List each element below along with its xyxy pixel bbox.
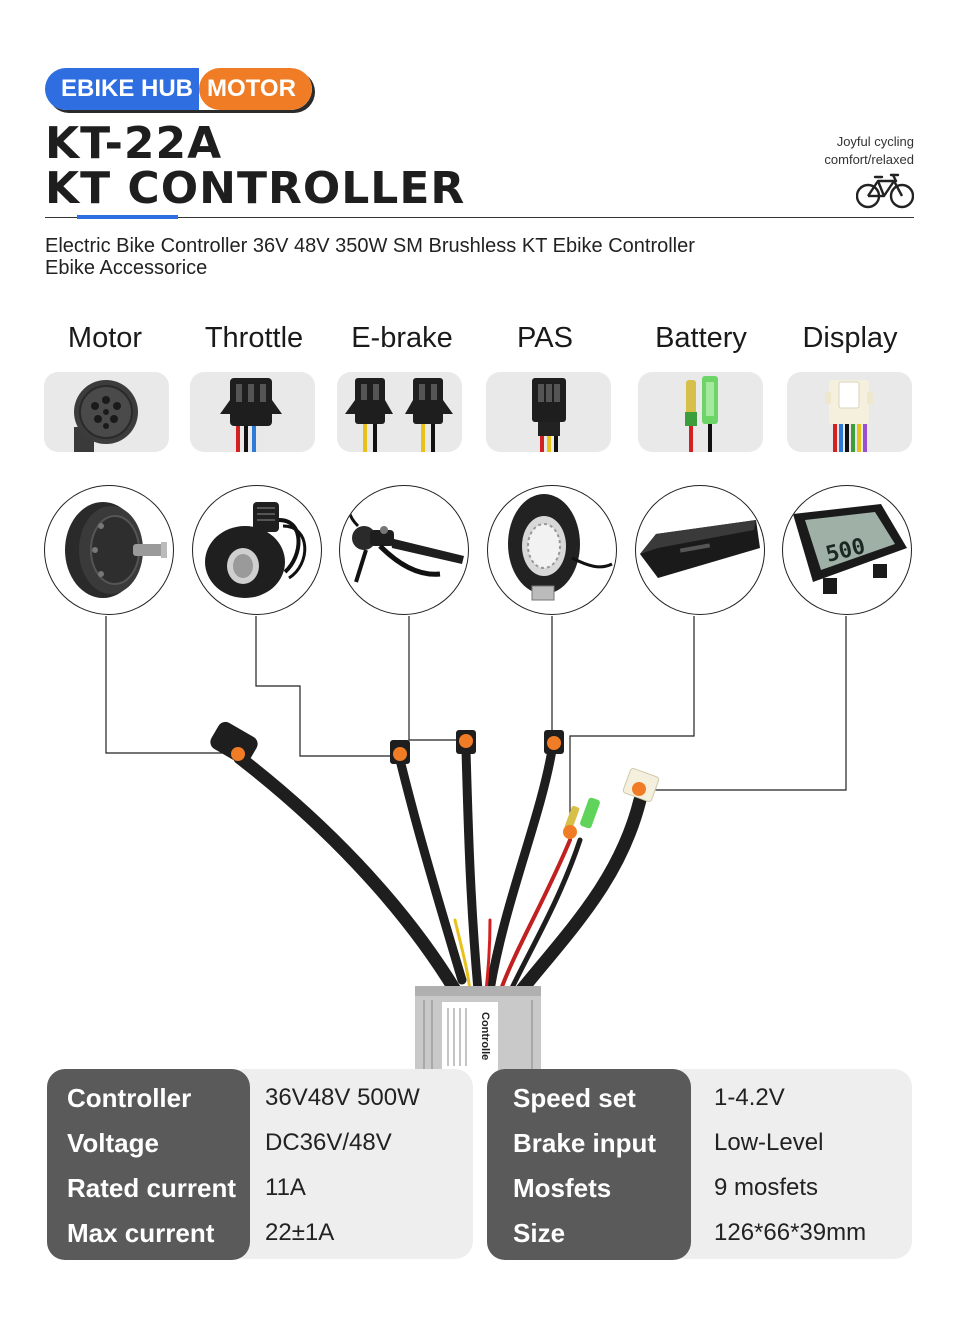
spec-value-controller: 36V48V 500W (265, 1084, 420, 1111)
category-badge: EBIKE HUB MOTOR (45, 68, 312, 110)
spec-table-right-values: 1-4.2V Low-Level 9 mosfets 126*66*39mm (714, 1069, 866, 1261)
display-connector-tile (787, 372, 912, 452)
brake-lever-circle (339, 485, 469, 615)
battery-pack-icon (640, 520, 760, 578)
product-name-title: KT CONTROLLER (45, 163, 466, 214)
spec-table-right-values-bg (667, 1069, 912, 1259)
product-description-line-2: Ebike Accessorice (45, 257, 208, 279)
spec-key-brake-input: Brake input (513, 1128, 657, 1158)
spec-table-left-values: 36V48V 500W DC36V/48V 11A 22±1A (265, 1069, 420, 1261)
pas-connector-tile (486, 372, 611, 452)
lcd-display-icon: 500 (793, 504, 907, 594)
spec-key-speed-set: Speed set (513, 1083, 636, 1113)
tagline: Joyful cycling comfort/relaxed (824, 133, 914, 169)
thumb-throttle-icon (205, 502, 307, 598)
battery-pack-circle (635, 485, 765, 615)
lcd-display-circle: 500 (782, 485, 912, 615)
hub-motor-circle (44, 485, 174, 615)
brake-lever-icon (347, 498, 464, 583)
header-divider-accent (77, 215, 178, 219)
category-label-battery: Battery (655, 322, 747, 354)
ebrake-connector-tile (337, 372, 462, 452)
spec-value-voltage: DC36V/48V (265, 1129, 392, 1156)
throttle-connector-icon (220, 378, 282, 452)
spec-key-size: Size (513, 1218, 566, 1248)
product-model-title: KT-22A (45, 118, 223, 169)
throttle-connector-tile (190, 372, 315, 452)
badge-label-motor: MOTOR (199, 68, 312, 110)
product-description-line-1: Electric Bike Controller 36V 48V 350W SM… (45, 235, 695, 257)
thumb-throttle-circle (192, 485, 322, 615)
header-divider (45, 217, 914, 218)
badge-label-ebike-hub: EBIKE HUB (45, 68, 200, 110)
product-description: Electric Bike Controller 36V 48V 350W SM… (45, 235, 805, 279)
spec-value-speed-set: 1-4.2V (714, 1084, 785, 1111)
wiring-diagram: Controlle (105, 616, 847, 1070)
category-label-throttle: Throttle (204, 322, 304, 354)
bicycle-icon (856, 173, 914, 209)
spec-value-brake-input: Low-Level (714, 1129, 824, 1156)
hub-motor-icon (65, 502, 167, 598)
category-label-display: Display (802, 322, 898, 354)
spec-value-max-current: 22±1A (265, 1219, 335, 1246)
category-label-motor: Motor (67, 322, 143, 354)
spec-value-rated-current: 11A (265, 1174, 306, 1201)
spec-key-rated-current: Rated current (67, 1173, 237, 1203)
tagline-line-2: comfort/relaxed (824, 152, 914, 167)
pas-sensor-circle (487, 485, 617, 615)
spec-key-mosfets: Mosfets (513, 1173, 612, 1203)
battery-connector-icon (685, 376, 718, 452)
spec-table-right-keys: Speed set Brake input Mosfets Size (487, 1069, 691, 1260)
pas-sensor-icon (508, 494, 613, 601)
controller-box-label: Controlle (479, 1012, 491, 1060)
ebrake-connector-icon (345, 378, 453, 452)
battery-connector-tile (638, 372, 763, 452)
category-label-pas: PAS (517, 322, 573, 354)
motor-connector-tile (44, 372, 169, 452)
spec-value-size: 126*66*39mm (714, 1219, 867, 1246)
category-label-ebrake: E-brake (351, 322, 453, 354)
spec-table-left-keys: Controller Voltage Rated current Max cur… (47, 1069, 250, 1260)
spec-table-left: Controller Voltage Rated current Max cur… (47, 1069, 473, 1260)
pas-connector-icon (532, 378, 566, 452)
display-connector-icon (825, 380, 873, 452)
spec-key-controller: Controller (67, 1083, 192, 1113)
spec-table-right: Speed set Brake input Mosfets Size 1-4.2… (487, 1069, 912, 1260)
spec-key-voltage: Voltage (67, 1128, 159, 1158)
motor-connector-icon (74, 380, 138, 452)
spec-table-left-values-bg (227, 1069, 473, 1259)
tagline-line-1: Joyful cycling (836, 134, 914, 149)
spec-value-mosfets: 9 mosfets (714, 1174, 819, 1201)
spec-key-max-current: Max current (67, 1218, 215, 1248)
